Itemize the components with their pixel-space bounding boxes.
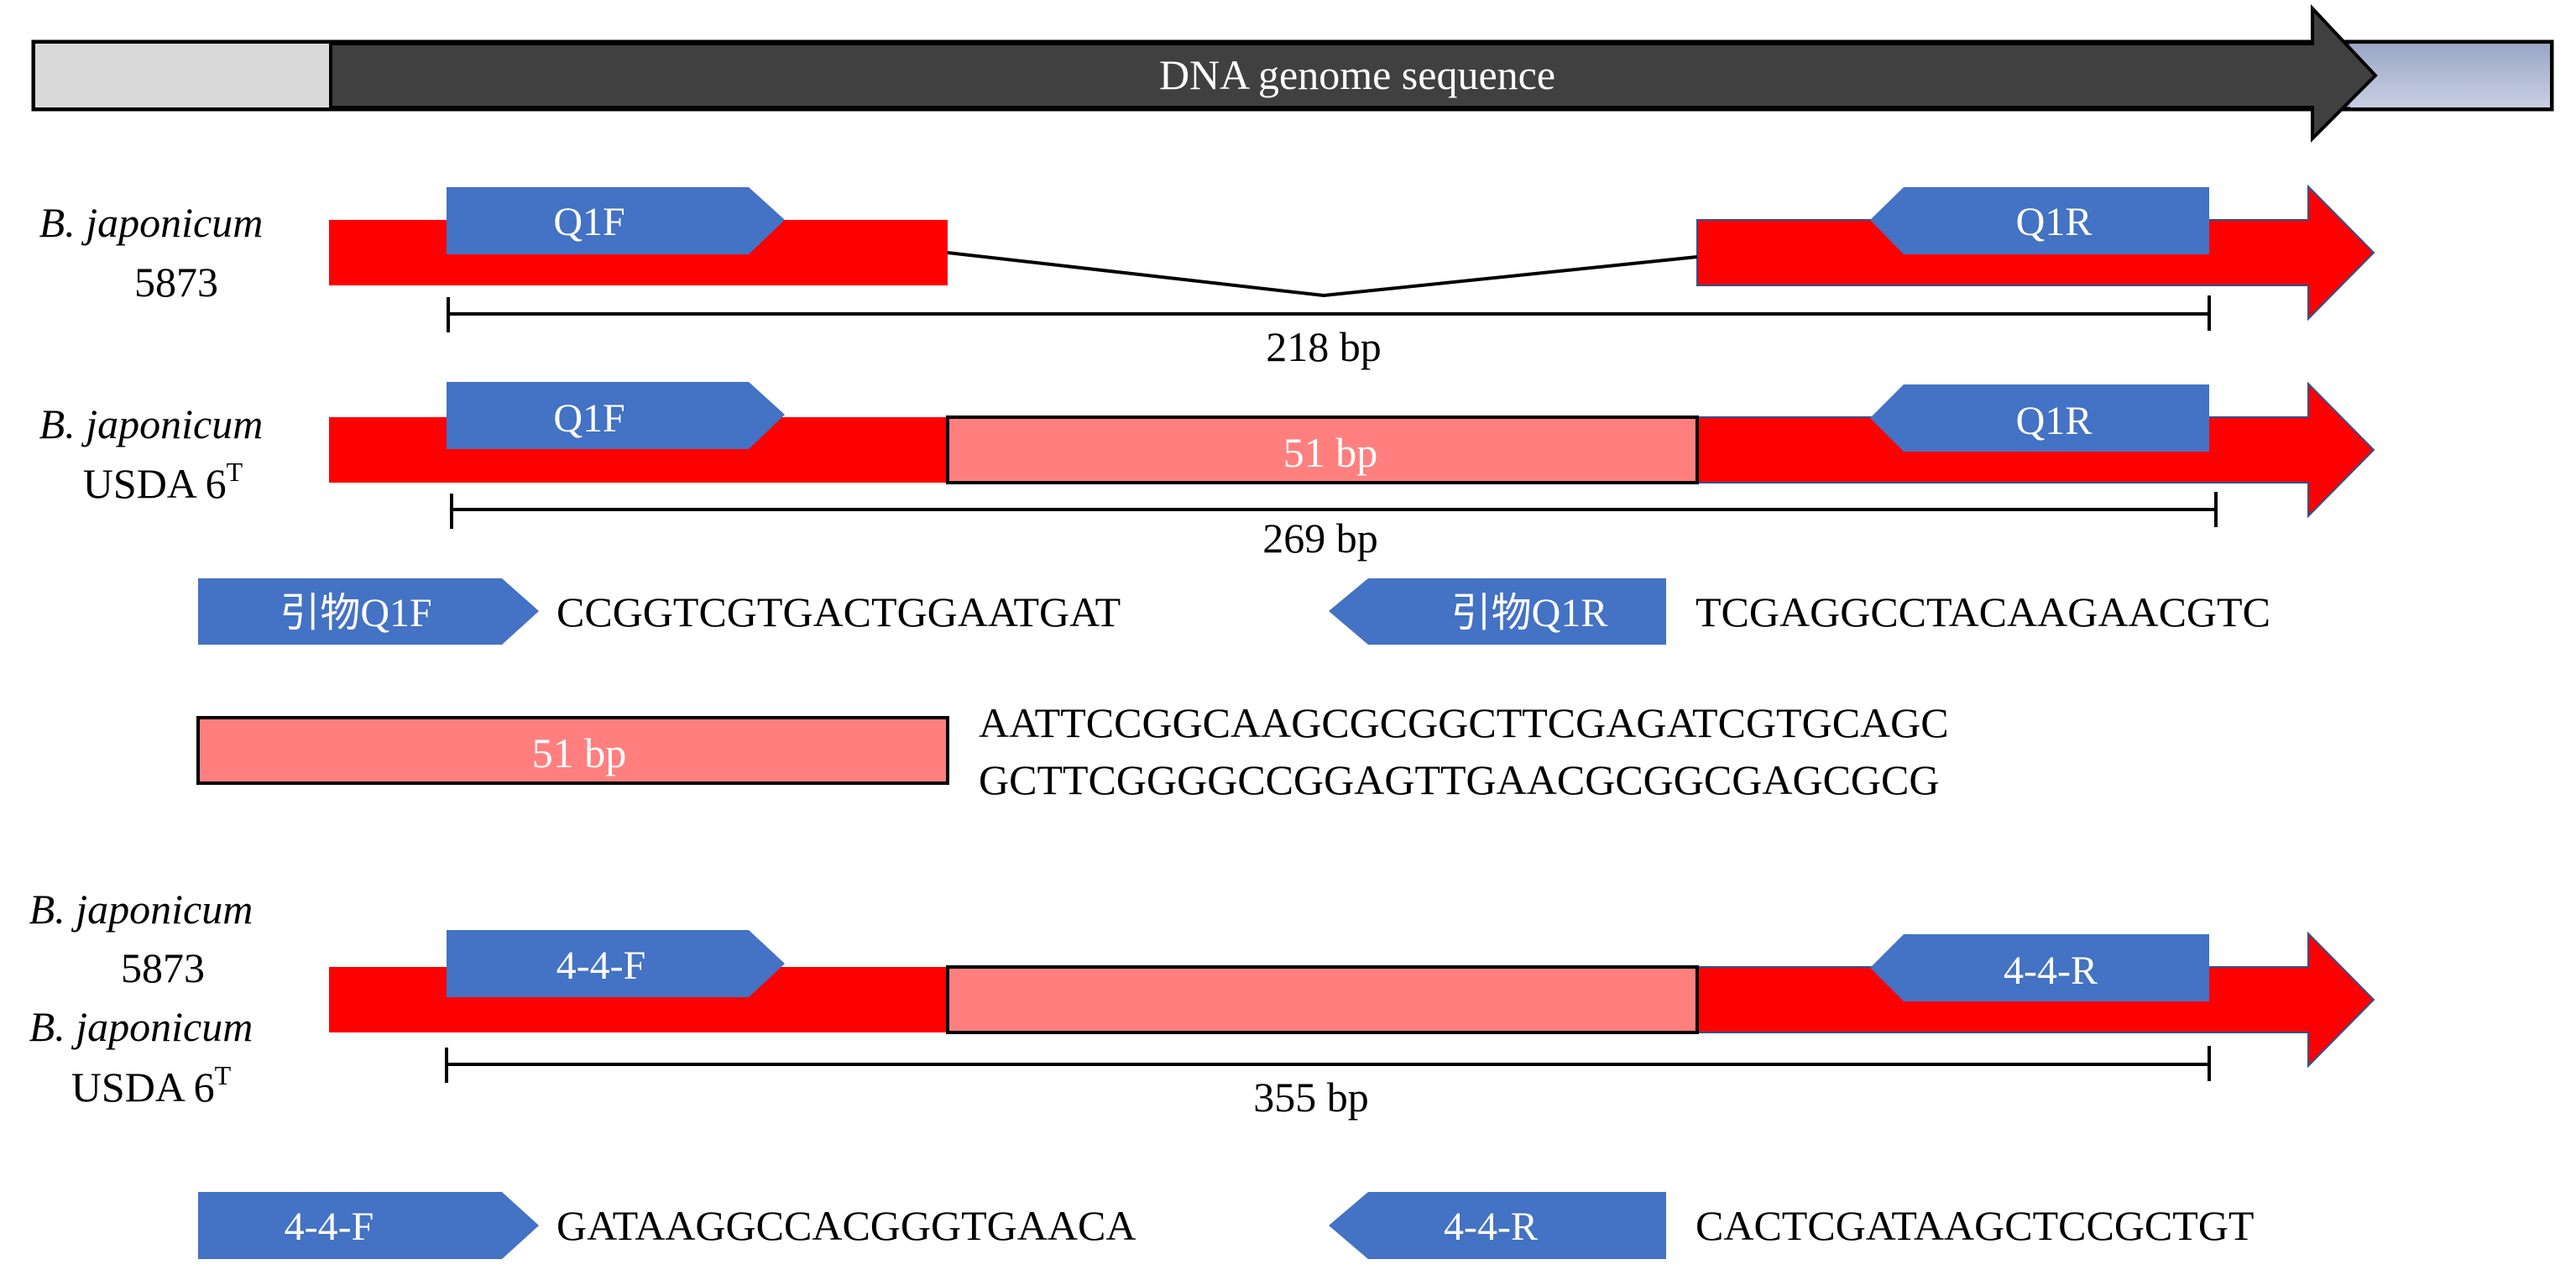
strain-name: B. japonicum [39,400,264,447]
legend-primer-reverse-label: 引物Q1R [1451,591,1608,635]
legend-4-4: 4-4-F GATAAGGCCACGGGTGAACA 4-4-R CACTCGA… [198,1192,2254,1259]
legend-insert-label: 51 bp [532,729,627,776]
genome-bar-end [2350,44,2550,107]
primer-reverse-label: Q1R [2016,200,2093,244]
primer-forward [447,382,785,449]
primer-forward-label: 4-4-F [556,943,646,988]
legend-primer-forward-label: 4-4-F [285,1205,374,1249]
insert-sequence-line-2: GCTTCGGGGCCGGAGTTGAACGCGGCGAGCGCG [979,756,1939,803]
primer-forward [447,187,785,254]
panel-1: B. japonicum 5873 Q1F Q1R 218 bp [39,184,2375,370]
legend-primer-forward [198,1192,539,1259]
panel-2: B. japonicum USDA 6T 51 bp Q1F Q1R 269 b… [39,381,2375,562]
genome-arrow [329,3,2378,143]
strain-1-id: 5873 [121,944,205,991]
primer-reverse [1870,934,2209,1001]
primer-reverse-sequence: CACTCGATAAGCTCCGCTGT [1696,1202,2254,1249]
legend-insert: 51 bp AATTCCGGCAAGCGCGGCTTCGAGATCGTGCAGC… [196,699,1949,803]
deletion-line [947,251,1698,298]
legend-primer-reverse [1329,578,1666,645]
legend-q1: 引物Q1F CCGGTCGTGACTGGAATGAT 引物Q1R TCGAGGC… [198,578,2270,645]
legend-primer-forward [198,578,539,645]
insert-sequence-line-1: AATTCCGGCAAGCGCGGCTTCGAGATCGTGCAGC [979,699,1949,746]
amplicon-size: 218 bp [1266,323,1382,370]
primer-reverse-label: 4-4-R [2004,949,2098,993]
primer-reverse [1870,187,2209,254]
legend-primer-reverse-label: 4-4-R [1444,1205,1538,1249]
genome-label: DNA genome sequence [1159,51,1555,98]
primer-forward [447,930,785,997]
primer-reverse-label: Q1R [2016,399,2093,443]
primer-forward-sequence: GATAAGGCCACGGGTGAACA [556,1202,1136,1249]
amplicon-size: 269 bp [1262,515,1378,562]
amplicon-size: 355 bp [1253,1074,1369,1121]
primer-forward-label: Q1F [553,200,624,244]
strain-id: USDA 6T [83,457,243,507]
legend-primer-reverse [1329,1192,1666,1259]
strain-id: 5873 [134,259,218,306]
legend-primer-forward-label: 引物Q1F [280,591,431,635]
strain-1-name: B. japonicum [29,886,253,933]
primer-forward-label: Q1F [553,396,624,441]
strain-2-name: B. japonicum [29,1003,253,1050]
insert-box [946,965,1699,1034]
primer-forward-sequence: CCGGTCGTGACTGGAATGAT [556,588,1121,635]
panel-3: B. japonicum 5873 B. japonicum USDA 6T 4… [29,886,2375,1121]
strain-name: B. japonicum [39,199,264,246]
insert-box [946,415,1699,484]
primer-reverse [1870,384,2209,452]
legend-insert-box [196,716,949,785]
genome-bar-left [35,44,331,107]
strain-2-id: USDA 6T [71,1060,232,1111]
primer-reverse-sequence: TCGAGGCCTACAAGAACGTC [1696,588,2270,635]
insert-label: 51 bp [1283,429,1378,476]
genome-bar: DNA genome sequence [31,3,2554,143]
